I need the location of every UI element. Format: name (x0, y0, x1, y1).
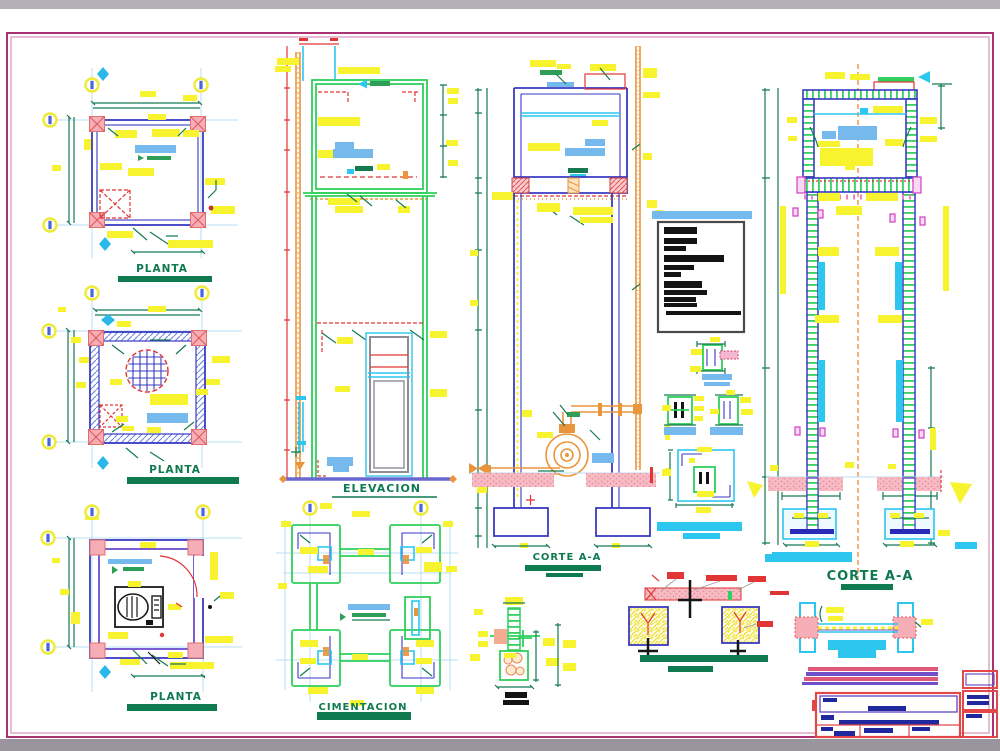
foundation-small-detail (470, 597, 576, 705)
label-corte-right: CORTE A-A (827, 569, 914, 584)
view-cimentacion: CIMENTACION (276, 500, 458, 720)
view-corte-right: CORTE A-A (762, 64, 977, 595)
label-corte-center: CORTE A-A (533, 552, 602, 563)
label-elevacion: ELEVACION (343, 482, 421, 495)
view-planta-mid: PLANTA (41, 285, 242, 484)
column-details (650, 337, 763, 539)
sheet-number-box (962, 670, 998, 738)
rebar-tags (792, 207, 926, 439)
label-planta-mid: PLANTA (149, 464, 201, 476)
label-cimentacion: CIMENTACION (319, 702, 408, 713)
door-elevation (365, 332, 413, 477)
label-planta-top: PLANTA (136, 263, 188, 275)
view-planta-bottom: PLANTA (40, 504, 242, 711)
notes-box (652, 211, 752, 334)
pump-motor-plan (114, 586, 164, 628)
beam-detail (794, 602, 933, 658)
label-planta-bottom: PLANTA (150, 691, 202, 703)
view-planta-top: PLANTA (42, 67, 238, 282)
beam-column-detail (628, 554, 799, 672)
view-elevacion: ELEVACION (275, 38, 459, 498)
title-block (802, 667, 998, 739)
pump-section (469, 403, 642, 477)
view-corte-center: CORTE A-A (469, 46, 671, 582)
